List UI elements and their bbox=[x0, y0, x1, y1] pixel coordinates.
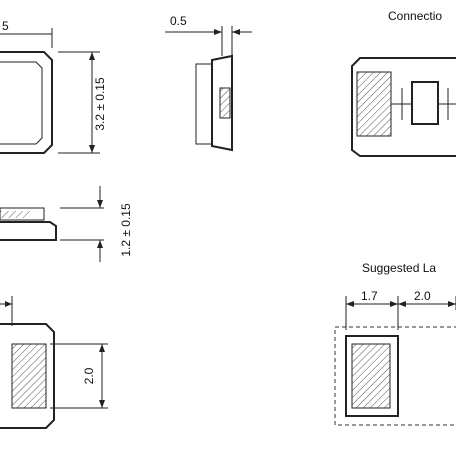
height-view: 1.2 ± 0.15 bbox=[0, 186, 133, 262]
dim-pad-height: 2.0 bbox=[82, 367, 96, 384]
side-terminal bbox=[219, 87, 231, 119]
dim-land-a: 1.7 bbox=[361, 289, 378, 303]
dim-top-width: 0.5 bbox=[170, 14, 187, 28]
suggested-land: Suggested La 1.7 2.0 bbox=[334, 261, 456, 426]
connection-pad bbox=[356, 71, 392, 137]
dim-land-b: 2.0 bbox=[414, 289, 431, 303]
dim-top-partial: 5 bbox=[2, 19, 9, 33]
crystal-symbol bbox=[411, 81, 439, 125]
bottom-view: 2.0 bbox=[0, 296, 108, 429]
height-terminal bbox=[0, 211, 30, 218]
connection-title: Connectio bbox=[388, 9, 442, 23]
connection-diagram: Connectio bbox=[351, 9, 456, 157]
land-pad bbox=[351, 343, 391, 409]
dim-height: 1.2 ± 0.15 bbox=[119, 203, 133, 257]
top-view: 5 3.2 ± 0.15 bbox=[0, 19, 107, 154]
bottom-pad bbox=[11, 343, 47, 409]
side-view: 0.5 bbox=[165, 14, 252, 152]
dim-length: 3.2 ± 0.15 bbox=[93, 77, 107, 131]
suggested-land-title: Suggested La bbox=[362, 261, 436, 275]
